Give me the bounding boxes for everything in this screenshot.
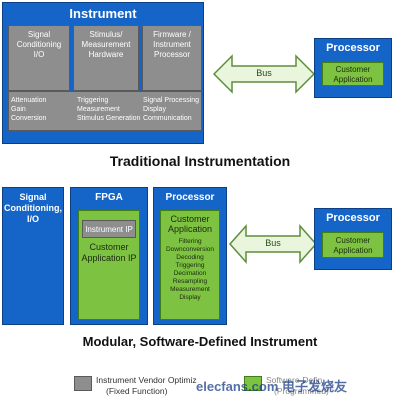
legend-gray-label: Instrument Vendor Optimiz (Fixed Functio…: [96, 375, 197, 397]
modular-io-box: Signal Conditioning, I/O: [2, 187, 64, 325]
processor-title-top: Processor: [326, 42, 380, 54]
customer-app-ip-line1: Customer: [89, 242, 129, 252]
signal-conditioning-label-2: Conditioning: [16, 40, 62, 49]
conversion-label: Conversion: [11, 115, 47, 122]
modular-caption: Modular, Software-Defined Instrument: [82, 334, 318, 349]
modular-processor-title: Processor: [165, 192, 215, 203]
display-label: Display: [143, 106, 166, 113]
function-resampling: Resampling: [172, 278, 208, 285]
customer-app-bottom: Customer Application: [322, 232, 384, 258]
stimulus-hardware-block: Stimulus/ Measurement Hardware: [73, 25, 139, 91]
customer-app-top: Customer Application: [322, 62, 384, 86]
modular-customer-app-area: [160, 210, 220, 320]
legend-green-line2: (Programmed): [274, 386, 329, 396]
customer-app-bottom-line2: Application: [333, 246, 373, 255]
function-display: Display: [179, 294, 201, 301]
io-label-1: Signal: [19, 192, 47, 202]
instrument-ip-block: Instrument IP: [82, 220, 136, 238]
function-filtering: Filtering: [178, 238, 202, 245]
firmware-label-2: Instrument: [153, 40, 191, 49]
function-downconversion: Downconversion: [165, 246, 215, 253]
io-label-3: I/O: [26, 214, 39, 224]
signal-conditioning-label-1: Signal: [27, 30, 51, 39]
processor-title-bottom: Processor: [326, 212, 380, 224]
legend-green-label: Software-Defin (Programmed): [266, 375, 329, 397]
instrument-title: Instrument: [69, 6, 137, 21]
customer-app-top-line1: Customer: [335, 65, 371, 74]
legend-green-swatch: [244, 376, 262, 391]
stimulus-label-1: Stimulus/: [89, 30, 123, 39]
function-list: Filtering Downconversion Decoding Trigge…: [160, 238, 220, 302]
function-measurement: Measurement: [170, 286, 210, 293]
legend-gray-swatch: [74, 376, 92, 391]
legend-gray-line2: (Fixed Function): [106, 386, 168, 396]
communication-label: Communication: [143, 115, 192, 122]
customer-app-top-line2: Application: [333, 75, 373, 84]
io-label-2: Conditioning,: [4, 203, 62, 213]
modular-customer-app-line2: Application: [167, 224, 213, 234]
legend-green-line1: Software-Defin: [266, 375, 323, 385]
signal-conditioning-label-3: I/O: [33, 50, 45, 59]
firmware-label-3: Processor: [153, 50, 190, 59]
customer-app-bottom-line1: Customer: [335, 236, 371, 245]
modular-customer-app-label: Customer Application: [160, 214, 220, 234]
legend-gray-line1: Instrument Vendor Optimiz: [96, 375, 197, 385]
bus-label-bottom: Bus: [265, 238, 281, 248]
stimulus-label-3: Hardware: [88, 50, 124, 59]
watermark: elecfans.com 电子发烧友: [196, 379, 347, 394]
instrument-ip-label: Instrument IP: [85, 225, 133, 234]
modular-customer-app-line1: Customer: [170, 214, 210, 224]
function-strip: Attenuation Gain Conversion Triggering M…: [8, 91, 202, 131]
bus-label-top: Bus: [256, 68, 272, 78]
measurement-label: Measurement: [77, 106, 120, 113]
signal-processing-label: Signal Processing: [143, 97, 200, 104]
firmware-label-1: Firmware /: [153, 30, 191, 39]
firmware-block: Firmware / Instrument Processor: [142, 25, 202, 91]
customer-app-ip-label: Customer Application IP: [78, 242, 140, 264]
stimulus-generation-label: Stimulus Generation: [77, 115, 141, 122]
triggering-label: Triggering: [77, 97, 109, 104]
fpga-title: FPGA: [95, 192, 123, 203]
function-triggering: Triggering: [175, 262, 205, 269]
signal-conditioning-block: Signal Conditioning I/O: [8, 25, 70, 91]
customer-app-ip-line2: Application IP: [81, 253, 137, 263]
gain-label: Gain: [11, 106, 26, 113]
traditional-caption: Traditional Instrumentation: [109, 153, 291, 169]
function-decimation: Decimation: [173, 270, 207, 277]
attenuation-label: Attenuation: [11, 97, 47, 104]
function-decoding: Decoding: [176, 254, 204, 261]
stimulus-label-2: Measurement: [81, 40, 131, 49]
